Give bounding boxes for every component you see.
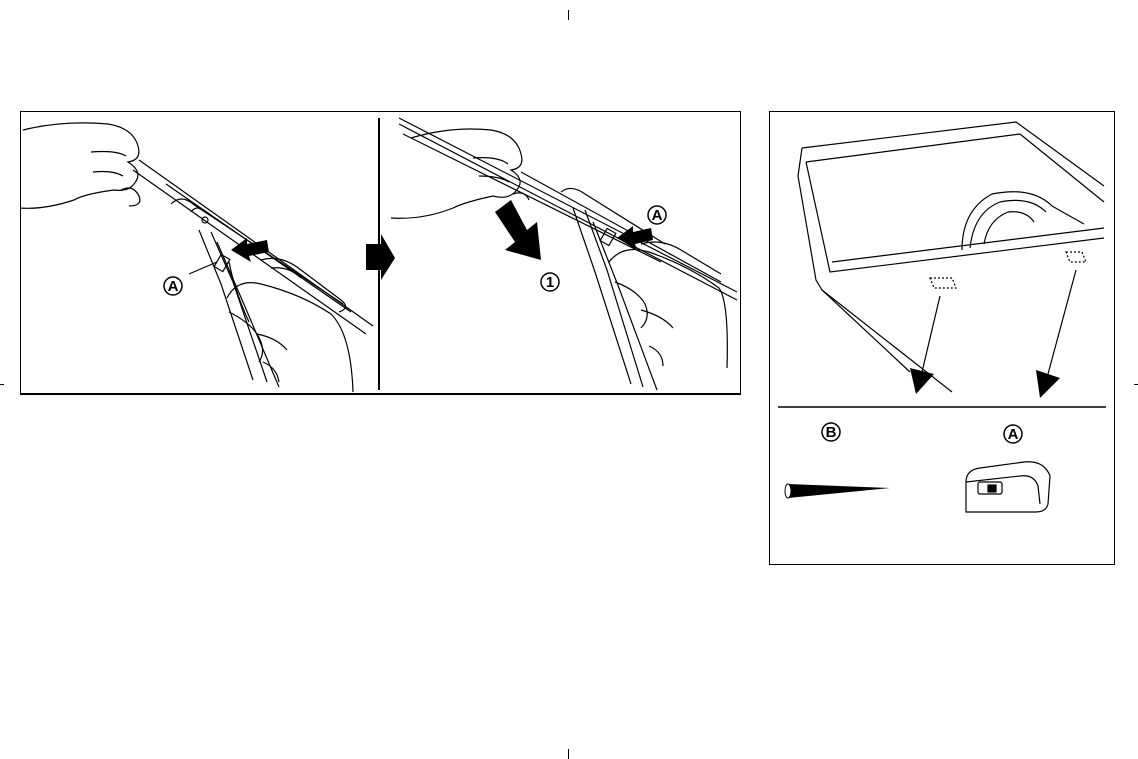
nozzle-right xyxy=(1066,252,1086,262)
callout-A: A xyxy=(1004,425,1022,443)
right-crop-mark xyxy=(1134,384,1138,385)
washer-nozzle-icon xyxy=(966,462,1050,512)
clip-A-2 xyxy=(600,228,616,245)
next-step-arrow-icon xyxy=(366,234,395,280)
svg-text:A: A xyxy=(168,278,179,295)
hood-edge xyxy=(798,148,910,372)
top-crop-mark xyxy=(568,10,569,20)
nozzle-left xyxy=(930,278,956,288)
hand-top-2 xyxy=(391,129,522,218)
washer-nozzle-figure: B A xyxy=(769,111,1115,565)
step-2-drawing xyxy=(391,118,737,390)
left-crop-mark xyxy=(0,384,4,385)
svg-text:B: B xyxy=(826,424,837,441)
hood-drawing xyxy=(798,122,1104,392)
leader-line-A xyxy=(189,262,217,274)
step-1-callout-A: A xyxy=(164,277,182,295)
step-2-callout-A: A xyxy=(648,206,666,224)
bottom-crop-mark xyxy=(568,749,569,759)
step-2-callout-1: 1 xyxy=(541,273,559,291)
svg-text:A: A xyxy=(652,207,663,224)
svg-text:A: A xyxy=(1008,426,1019,443)
down-arrow-right-icon xyxy=(1036,370,1060,398)
wiper-arm-rail-2 xyxy=(399,118,737,292)
callout-B: B xyxy=(822,423,840,441)
hand-top xyxy=(21,123,139,208)
washer-illustration: B A xyxy=(770,112,1116,566)
wiper-blade-removal-figure: A xyxy=(20,111,741,395)
adjustment-pin-icon xyxy=(785,484,890,498)
step-1-drawing xyxy=(21,123,373,392)
down-arrow-left-icon xyxy=(910,368,934,394)
pull-direction-arrow-icon xyxy=(495,200,541,260)
svg-text:1: 1 xyxy=(546,274,554,291)
wiper-illustration: A xyxy=(21,112,742,396)
